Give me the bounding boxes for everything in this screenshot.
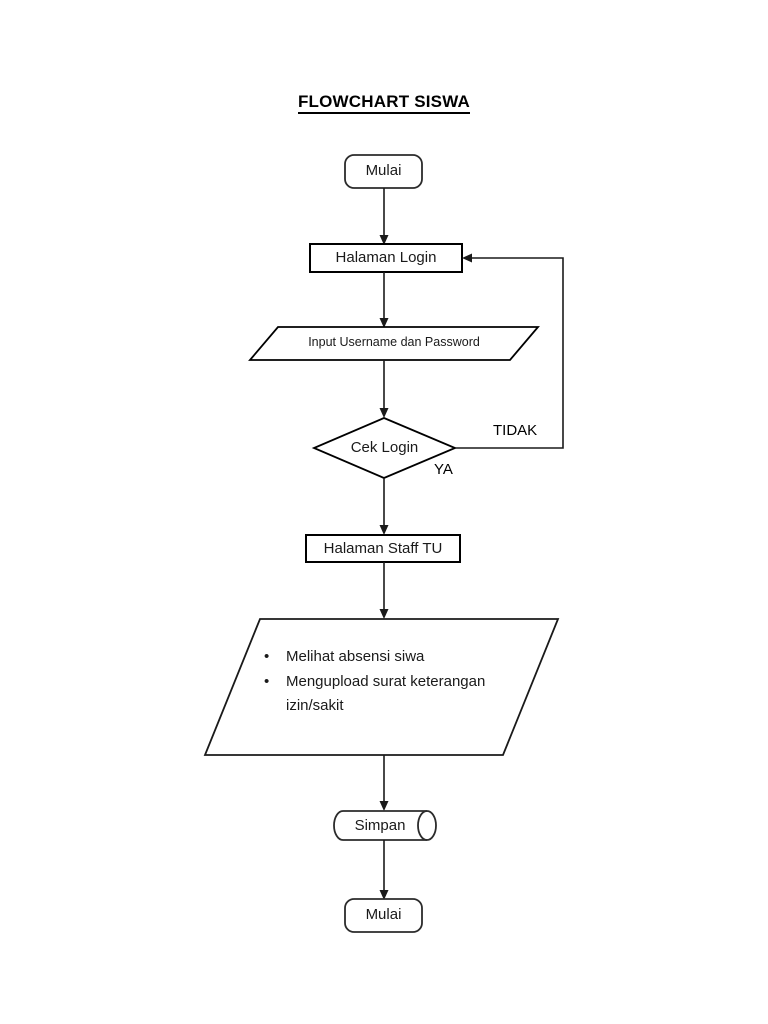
list-item-label: Mengupload surat keterangan izin/sakit	[286, 673, 486, 714]
arrowhead-decision-no	[462, 253, 472, 263]
bullet-icon: •	[264, 648, 270, 665]
arrowhead-save-to-end	[379, 890, 389, 900]
node-start-label: Mulai	[365, 162, 402, 179]
node-actions-bullets: • Melihat absensi siwa • Mengupload sura…	[260, 645, 520, 719]
node-login-page-label: Halaman Login	[335, 249, 437, 266]
node-save-cap	[417, 810, 428, 841]
node-input-creds-label: Input Username dan Password	[308, 335, 480, 349]
list-item-label: Melihat absensi siwa	[286, 648, 425, 665]
node-staff-page-label: Halaman Staff TU	[323, 540, 443, 557]
arrowhead-actions-to-save	[379, 801, 389, 811]
arrowhead-decision-yes	[379, 525, 389, 535]
arrowhead-start-to-login	[379, 235, 389, 245]
node-end-shape	[344, 898, 423, 933]
arrowhead-input-to-decision	[379, 408, 389, 418]
node-save-label: Simpan	[354, 817, 406, 834]
node-input-creds-shape	[248, 326, 540, 361]
list-item: • Mengupload surat keterangan izin/sakit	[260, 670, 520, 717]
list-item: • Melihat absensi siwa	[260, 645, 520, 668]
node-actions-shape	[203, 618, 560, 756]
node-staff-page-shape	[305, 534, 461, 563]
node-check-login-label: Cek Login	[350, 439, 419, 456]
page-title-text: FLOWCHART SISWA	[297, 92, 471, 114]
node-end-label: Mulai	[365, 906, 402, 923]
bullet-icon: •	[264, 673, 270, 691]
edge-label-tidak: TIDAK	[493, 422, 538, 439]
edge-decision-no-path	[455, 257, 564, 449]
arrowhead-staff-to-actions	[379, 609, 389, 619]
page-title: FLOWCHART SISWA	[0, 92, 768, 114]
edge-label-ya: YA	[434, 461, 453, 478]
arrowhead-login-to-input	[379, 318, 389, 328]
